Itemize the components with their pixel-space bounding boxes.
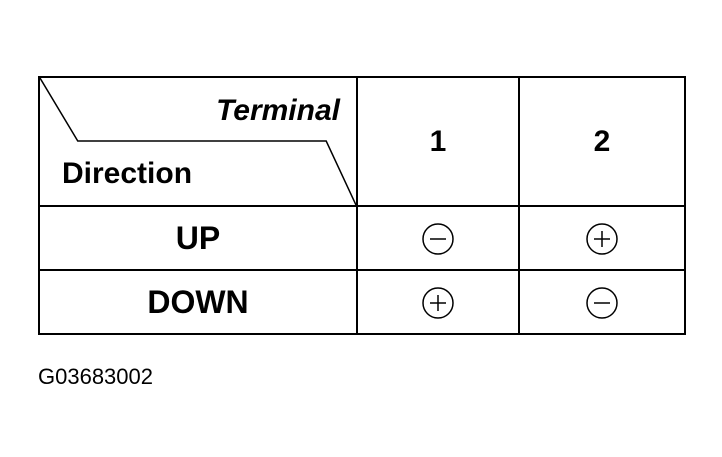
row-label-cell: UP bbox=[38, 205, 358, 271]
polarity-cell bbox=[356, 205, 520, 271]
polarity-cell bbox=[518, 269, 686, 335]
terminal-2-header: 2 bbox=[518, 76, 686, 207]
polarity-icon bbox=[421, 222, 455, 256]
corner-header-cell: Terminal Direction bbox=[38, 76, 358, 207]
terminal-direction-table: Terminal Direction 1 2 UP D bbox=[38, 76, 686, 335]
polarity-icon bbox=[585, 222, 619, 256]
polarity-icon bbox=[421, 286, 455, 320]
minus-circle-icon bbox=[422, 222, 454, 255]
plus-circle-icon bbox=[586, 222, 618, 255]
header-direction-label: Direction bbox=[62, 157, 193, 190]
corner-header-content: Terminal Direction bbox=[40, 78, 356, 205]
polarity-cell bbox=[356, 269, 520, 335]
figure-code: G03683002 bbox=[38, 364, 153, 389]
polarity-cell bbox=[518, 205, 686, 271]
terminal-number: 1 bbox=[429, 124, 447, 158]
row-label-down: DOWN bbox=[147, 283, 249, 320]
row-label-cell: DOWN bbox=[38, 269, 358, 335]
header-terminal-label: Terminal bbox=[216, 94, 340, 127]
plus-circle-icon bbox=[422, 286, 454, 319]
minus-circle-icon bbox=[586, 286, 618, 319]
terminal-direction-table-wrap: Terminal Direction 1 2 UP D bbox=[38, 76, 686, 336]
row-label-up: UP bbox=[175, 219, 221, 256]
table-row-down: DOWN bbox=[38, 269, 686, 335]
header-divider-line bbox=[40, 78, 356, 205]
terminal-number: 2 bbox=[593, 124, 611, 158]
table-row-up: UP bbox=[38, 205, 686, 271]
header-row: Terminal Direction 1 2 bbox=[38, 76, 686, 207]
polarity-icon bbox=[585, 286, 619, 320]
terminal-1-header: 1 bbox=[356, 76, 520, 207]
